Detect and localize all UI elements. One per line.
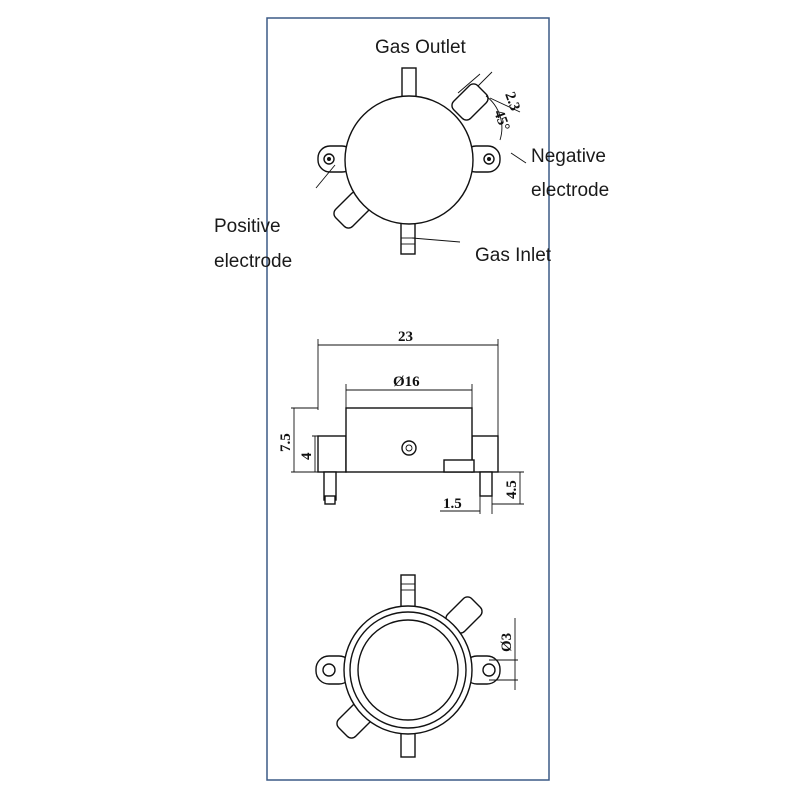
side-port [401, 440, 417, 456]
dim-body-height: 4 [299, 452, 315, 460]
negative-electrode-label-1: Negative [531, 146, 606, 167]
dim-body-diameter: Ø16 [393, 374, 420, 390]
outer-ring [343, 605, 473, 735]
negative-electrode-label-2: electrode [531, 180, 609, 201]
inlet-leader [411, 237, 461, 243]
gas-outlet-label: Gas Outlet [375, 37, 467, 58]
sensor-body-top [344, 95, 474, 225]
dim-tab-angle: 45° [490, 108, 512, 133]
negative-electrode-hole [483, 153, 495, 165]
bottom-view-nozzle-top [400, 574, 416, 610]
bottom-block [443, 459, 475, 473]
positive-leader [315, 164, 336, 189]
pin-right [479, 471, 493, 497]
side-view [291, 339, 524, 514]
side-ear-right [471, 435, 499, 473]
gas-inlet-label: Gas Inlet [475, 245, 552, 266]
angle-arc [485, 95, 503, 141]
positive-electrode-hole [323, 153, 335, 165]
bottom-view-nozzle-bottom [400, 730, 416, 758]
dim-total-height: 7.5 [278, 433, 294, 452]
dim-tab-width: 2.3 [501, 90, 522, 113]
inner-ring [357, 619, 459, 721]
positive-electrode-label-2: electrode [214, 251, 292, 272]
bottom-hole-left [322, 663, 336, 677]
middle-ring [349, 611, 467, 729]
dim-overall-width: 23 [398, 329, 413, 345]
side-ear-left [317, 435, 347, 473]
bottom-hole-right [482, 663, 496, 677]
gas-inlet-nozzle [400, 219, 416, 255]
dim-pin-length: 4.5 [504, 480, 520, 499]
top-view [315, 67, 527, 255]
border-frame [266, 17, 550, 781]
outlet-tab-leader [457, 73, 481, 94]
dim-hole-diameter: Ø3 [499, 633, 515, 652]
bottom-view [315, 574, 518, 758]
tab-top-right [451, 83, 489, 121]
dim-pin-width: 1.5 [443, 496, 462, 512]
positive-electrode-label-1: Positive [214, 216, 281, 237]
